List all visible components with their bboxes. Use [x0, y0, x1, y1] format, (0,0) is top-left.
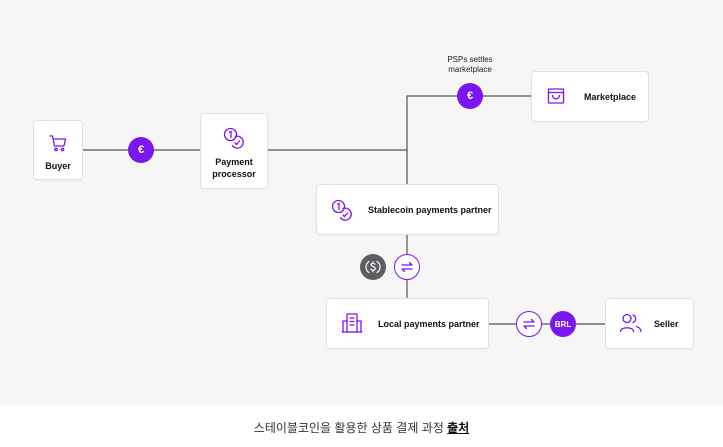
caption-text: 스테이블코인을 활용한 상품 결제 과정 [253, 421, 448, 435]
psp-settles-note: PSPs settles marketplace [447, 55, 493, 74]
dollar-coin-icon [365, 260, 381, 274]
euro-badge-marketplace: € [457, 83, 483, 109]
buyer-card[interactable]: Buyer [33, 120, 83, 180]
payment-processor-card[interactable]: Payment processor [200, 113, 268, 189]
marketplace-card[interactable]: Marketplace [531, 71, 649, 122]
payment-processor-label: Payment processor [212, 157, 256, 179]
swap-arrows-icon [401, 261, 413, 273]
brl-badge: BRL [550, 311, 576, 337]
local-partner-card[interactable]: Local payments partner [326, 298, 489, 349]
shopping-bag-icon [547, 88, 565, 104]
stablecoin-partner-card[interactable]: Stablecoin payments partner [316, 184, 499, 235]
swap-arrows-icon [523, 318, 535, 330]
swap-badge-seller [516, 311, 542, 337]
seller-label: Seller [654, 319, 679, 329]
usdc-coin-badge [360, 254, 386, 280]
diagram-canvas: Buyer Payment processor Marketplace [33, 55, 694, 349]
seller-card[interactable]: Seller [605, 298, 694, 349]
swap-badge-stablecoin [394, 254, 420, 280]
euro-badge-buyer: € [128, 137, 154, 163]
source-link[interactable]: 출처 [447, 421, 470, 435]
users-icon [619, 313, 642, 333]
buyer-label: Buyer [45, 161, 71, 171]
shopping-cart-icon [49, 135, 67, 152]
building-icon [341, 313, 363, 333]
figure-caption: 스테이블코인을 활용한 상품 결제 과정 출처 [0, 419, 723, 436]
coins-icon [223, 127, 244, 149]
marketplace-label: Marketplace [584, 92, 637, 102]
stablecoin-partner-label: Stablecoin payments partner [368, 205, 492, 215]
local-partner-label: Local payments partner [378, 319, 480, 329]
coins-icon [331, 199, 352, 221]
line-trunk-marketplace [406, 95, 531, 150]
